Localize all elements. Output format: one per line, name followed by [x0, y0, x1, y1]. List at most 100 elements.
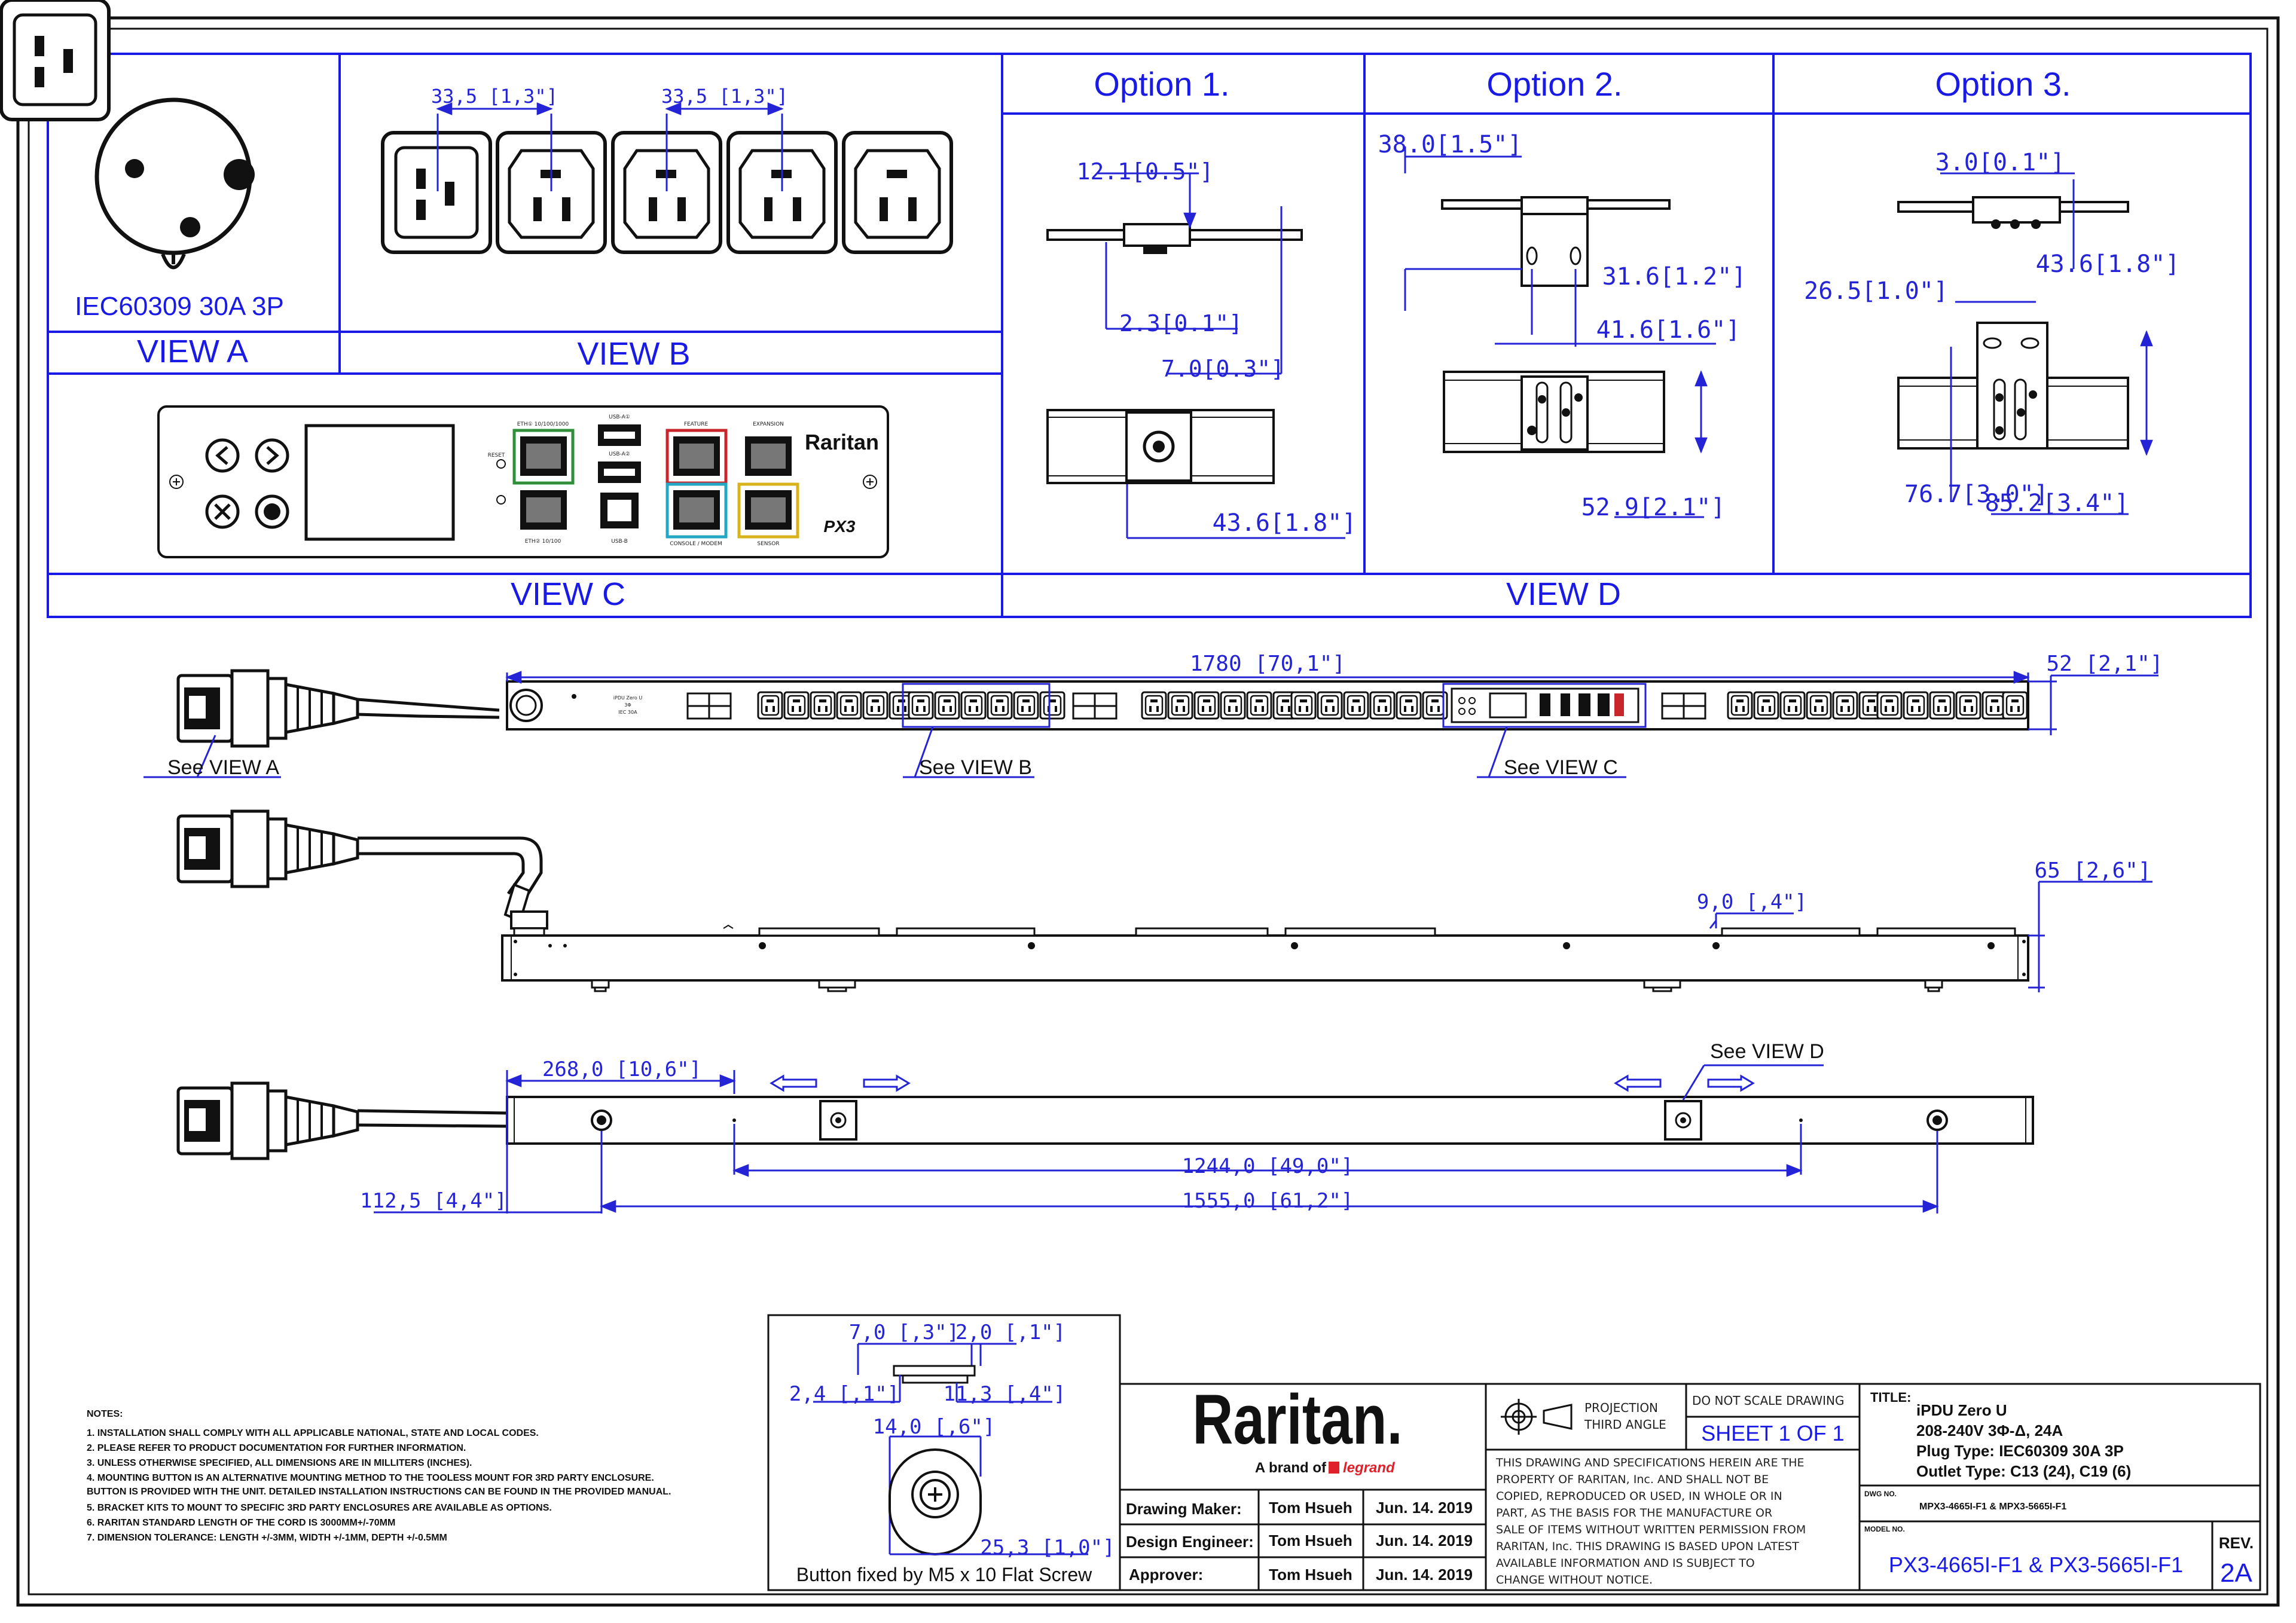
- option-2-title: Option 2.: [1486, 65, 1622, 103]
- title-block: Raritan. A brand of legrand Drawing Make…: [1119, 1380, 2261, 1591]
- disclaimer-3: COPIED, REPRODUCED OR USED, IN WHOLE OR …: [1496, 1490, 1782, 1503]
- rear-view: See VIEW D 268,0 [10,6"] 1244,0 [49,0"] …: [178, 1040, 2034, 1214]
- note-5: 5. BRACKET KITS TO MOUNT TO SPECIFIC 3RD…: [87, 1503, 552, 1513]
- tagline-prefix: A brand of: [1255, 1460, 1327, 1476]
- end-offset: 112,5 [4,4"]: [360, 1189, 507, 1213]
- pitch-dim-2: 33,5 [1,3"]: [661, 85, 788, 191]
- panel-brand-logo: Raritan: [805, 430, 879, 454]
- overall-depth: 65 [2,6"]: [2034, 858, 2151, 883]
- option-3-title: Option 3.: [1935, 65, 2071, 103]
- option-2-drawing: 38.0[1.5"] 31.6[1.2"] 41.6[1.6"] 52.9[2.…: [1378, 131, 1747, 521]
- right-button-icon: [255, 438, 289, 473]
- sheet-number: SHEET 1 OF 1: [1701, 1421, 1844, 1445]
- side-view: 9,0 [,4"] 65 [2,6"]: [178, 811, 2152, 992]
- button-dim-4: 11,3 [,4"]: [944, 1382, 1066, 1406]
- bracket-offset: 9,0 [,4"]: [1697, 890, 1807, 914]
- view-b: 33,5 [1,3"] 33,5 [1,3"] VIEW B: [1, 0, 951, 372]
- name-approver: Tom Hsueh: [1269, 1566, 1352, 1584]
- eth2-label: ETH② 10/100: [525, 539, 561, 545]
- pdu-rear-body: [506, 1096, 2034, 1145]
- see-view-c: See VIEW C: [1504, 756, 1618, 779]
- view-d-title: VIEW D: [1506, 576, 1621, 612]
- button-dim-3: 2,4 [,1"]: [789, 1382, 899, 1406]
- expansion-label: EXPANSION: [753, 421, 784, 427]
- span-outer: 1555,0 [61,2"]: [1182, 1189, 1354, 1213]
- role-drawing-maker: Drawing Maker:: [1126, 1500, 1242, 1518]
- opt3-dim-1: 3.0[0.1"]: [1935, 149, 2065, 176]
- view-c: RESET ETH① 10/100/1000 ETH② 10/100 USB-A…: [157, 405, 889, 612]
- front-label-2: 3Φ: [624, 702, 631, 708]
- button-caption: Button fixed by M5 x 10 Flat Screw: [796, 1564, 1092, 1585]
- front-label-3: IEC 30A: [618, 710, 637, 715]
- opt3-dim-4: 76.7[3.0"]: [1904, 481, 2048, 508]
- disclaimer-4: PART, AS THE BASIS FOR THE MANUFACTURE O…: [1496, 1506, 1772, 1520]
- option-1-drawing: 12.1[0.5"] 2.3[0.1"] 7.0[0.3"] 43.6[1.8"…: [1046, 158, 1357, 539]
- button-dim-5: 14,0 [,6"]: [873, 1415, 996, 1439]
- projection-line-1: PROJECTION: [1584, 1401, 1658, 1415]
- note-7: 7. DIMENSION TOLERANCE: LENGTH +/-3MM, W…: [87, 1533, 447, 1543]
- role-approver: Approver:: [1129, 1566, 1203, 1584]
- projection-line-2: THIRD ANGLE: [1584, 1417, 1666, 1432]
- rev-label: REV.: [2219, 1534, 2254, 1552]
- eth1-label: ETH① 10/100/1000: [517, 421, 569, 427]
- usb-b-label: USB-B: [611, 539, 628, 545]
- views-frame: [47, 53, 2252, 618]
- disclaimer-5: SALE OF ITEMS WITHOUT WRITTEN PERMISSION…: [1496, 1523, 1806, 1536]
- model-label: MODEL NO.: [1864, 1525, 1905, 1533]
- lcd-display: [304, 424, 455, 541]
- front-view: iPDU Zero U 3Φ IEC 30A: [144, 652, 2163, 779]
- opt3-dim-5: 85.2[3.4"]: [1985, 490, 2129, 517]
- outer-border: [16, 16, 2280, 1607]
- option-1-title: Option 1.: [1094, 65, 1229, 103]
- disclaimer-6: RARITAN, Inc. THIS DRAWING IS BASED UPON…: [1496, 1540, 1799, 1553]
- overall-width: 52 [2,1"]: [2046, 652, 2163, 676]
- disclaimer-2: PROPERTY OF RARITAN, Inc. AND SHALL NOT …: [1496, 1473, 1769, 1486]
- note-1: 1. INSTALLATION SHALL COMPLY WITH ALL AP…: [87, 1428, 539, 1438]
- rev-value: 2A: [2220, 1558, 2252, 1588]
- opt3-dim-2: 43.6[1.8"]: [2036, 250, 2180, 278]
- mount-offset: 268,0 [10,6"]: [542, 1057, 701, 1081]
- opt1-dim-4: 43.6[1.8"]: [1213, 509, 1357, 537]
- left-button-icon: [205, 438, 240, 473]
- disclaimer-1: THIS DRAWING AND SPECIFICATIONS HEREIN A…: [1495, 1456, 1805, 1469]
- opt2-dim-3: 41.6[1.6"]: [1596, 316, 1741, 344]
- inner-border: [28, 27, 2268, 1596]
- pdu-side-body: [501, 934, 2029, 982]
- opt1-dim-2: 2.3[0.1"]: [1119, 310, 1242, 337]
- raritan-logo: Raritan.: [1192, 1380, 1402, 1459]
- button-dim-6: 25,3 [1,0"]: [980, 1536, 1115, 1560]
- legrand-logo-mark: [1329, 1462, 1339, 1474]
- opt1-dim-3: 7.0[0.3"]: [1161, 356, 1284, 382]
- date-approver: Jun. 14. 2019: [1376, 1566, 1473, 1584]
- name-drawing-maker: Tom Hsueh: [1269, 1499, 1352, 1517]
- view-a-plug-label: IEC60309 30A 3P: [75, 292, 284, 321]
- front-label-1: iPDU Zero U: [613, 695, 643, 701]
- opt2-dim-4: 52.9[2.1"]: [1581, 494, 1726, 521]
- opt2-dim-2: 31.6[1.2"]: [1602, 263, 1747, 291]
- overall-length: 1780 [70,1"]: [1190, 652, 1345, 676]
- note-3: 3. UNLESS OTHERWISE SPECIFIED, ALL DIMEN…: [87, 1458, 472, 1468]
- dwg-number: MPX3-4665I-F1 & MPX3-5665I-F1: [1919, 1502, 2066, 1512]
- see-view-a: See VIEW A: [167, 756, 279, 779]
- button-detail: 7,0 [,3"] 2,0 [,1"] 2,4 [,1"] 11,3 [,4"]…: [767, 1314, 1121, 1591]
- feature-label: FEATURE: [684, 421, 709, 427]
- note-4: 4. MOUNTING BUTTON IS AN ALTERNATIVE MOU…: [87, 1473, 654, 1483]
- usb-a1-label: USB-A①: [609, 414, 630, 420]
- sensor-label: SENSOR: [757, 541, 779, 547]
- pitch-label-2: 33,5 [1,3"]: [661, 85, 788, 108]
- model-number: PX3-4665I-F1 & PX3-5665I-F1: [1889, 1552, 2183, 1577]
- view-a: IEC60309 30A 3P VIEW A: [75, 97, 284, 369]
- notes-heading: NOTES:: [87, 1409, 123, 1419]
- title-line-2: 208-240V 3Φ-Δ, 24A: [1916, 1422, 2063, 1439]
- legrand-brand: legrand: [1343, 1460, 1396, 1476]
- third-angle-projection-icon: [1501, 1399, 1573, 1435]
- pitch-label-1: 33,5 [1,3"]: [431, 85, 558, 108]
- button-dim-1: 7,0 [,3"]: [849, 1321, 959, 1344]
- title-line-4: Outlet Type: C13 (24), C19 (6): [1916, 1462, 2131, 1480]
- view-b-title: VIEW B: [577, 336, 690, 372]
- see-view-d: See VIEW D: [1710, 1040, 1824, 1063]
- disclaimer-8: CHANGE WITHOUT NOTICE.: [1496, 1573, 1653, 1587]
- title-label: TITLE:: [1870, 1390, 1911, 1405]
- role-design-engineer: Design Engineer:: [1126, 1533, 1254, 1551]
